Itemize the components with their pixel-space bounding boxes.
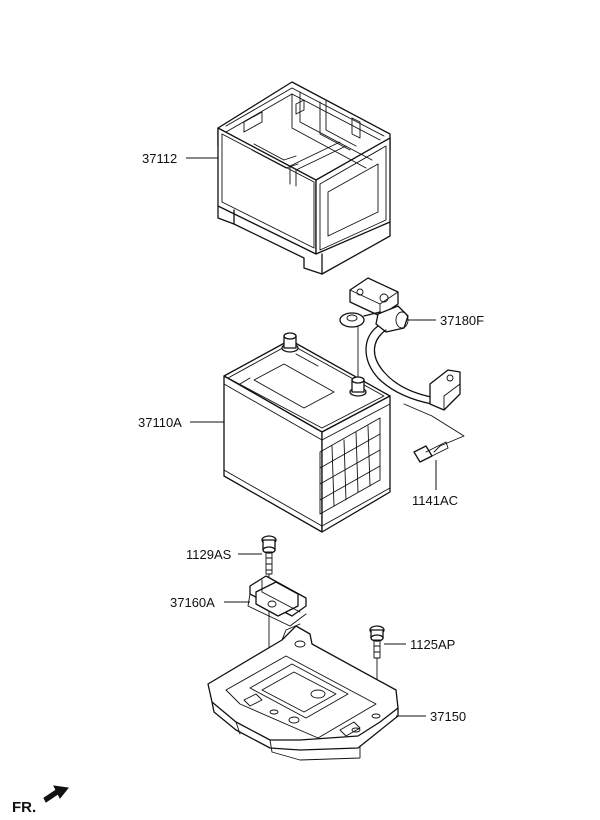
part-label-37160A: 37160A (170, 595, 215, 610)
battery-clamp-drawing (247, 575, 307, 627)
battery-cable-drawing (339, 277, 465, 453)
part-label-37110A: 37110A (138, 415, 182, 430)
part-label-1125AP: 1125AP (410, 637, 455, 652)
part-label-1129AS: 1129AS (186, 547, 232, 562)
cable-bolt-drawing (413, 441, 449, 463)
front-direction-label: FR. (12, 799, 36, 816)
battery-tray-drawing (207, 623, 399, 761)
part-label-37150: 37150 (430, 709, 466, 724)
battery-cover-drawing (217, 81, 391, 275)
part-label-1141AC: 1141AC (412, 493, 458, 508)
front-arrow-icon (43, 785, 69, 803)
part-label-37112: 37112 (142, 151, 177, 166)
battery-drawing (223, 332, 391, 533)
part-label-37180F: 37180F (440, 313, 484, 328)
